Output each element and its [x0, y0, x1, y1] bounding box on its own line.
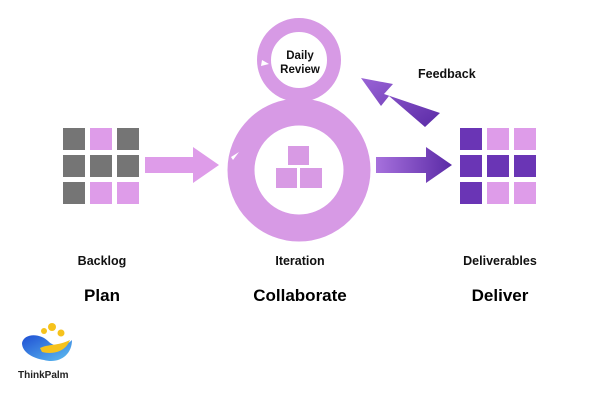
ring-notch-small [261, 60, 269, 66]
backlog-cell [63, 128, 85, 150]
deliverable-cell [460, 182, 482, 204]
iteration-caption: Iteration [275, 254, 325, 268]
backlog-cell [117, 128, 139, 150]
deliverables-grid [460, 128, 538, 206]
deliverable-cell [514, 155, 536, 177]
backlog-cell [117, 182, 139, 204]
cube-bottom-left [276, 168, 297, 188]
plan-title: Plan [84, 286, 120, 305]
plan-arrow [145, 147, 219, 183]
backlog-cell [63, 155, 85, 177]
daily-review-label: Daily Review [280, 50, 320, 76]
deliverable-cell [487, 155, 509, 177]
backlog-cell [90, 182, 112, 204]
cube-bottom-right [300, 168, 322, 188]
daily-review-ring [257, 18, 341, 102]
feedback-label: Feedback [418, 67, 476, 81]
deliverable-cell [460, 155, 482, 177]
deliver-title: Deliver [471, 286, 529, 305]
deliverable-cell [514, 182, 536, 204]
feedback-arrow [361, 78, 440, 127]
ring-notch [231, 152, 239, 160]
deliverable-cell [460, 128, 482, 150]
logo-mark-icon [22, 323, 72, 362]
collaborate-title: Collaborate [253, 286, 347, 305]
deliverables-caption: Deliverables [463, 254, 537, 268]
logo-text: ThinkPalm [18, 370, 69, 381]
deliver-arrow [376, 147, 452, 183]
backlog-cell [90, 155, 112, 177]
backlog-grid [63, 128, 141, 206]
backlog-cell [63, 182, 85, 204]
deliverable-cell [487, 182, 509, 204]
backlog-cell [90, 128, 112, 150]
deliverable-cell [514, 128, 536, 150]
backlog-cell [117, 155, 139, 177]
backlog-caption: Backlog [77, 254, 127, 268]
cube-top [288, 146, 309, 165]
iteration-ring [227, 98, 371, 242]
deliverable-cell [487, 128, 509, 150]
